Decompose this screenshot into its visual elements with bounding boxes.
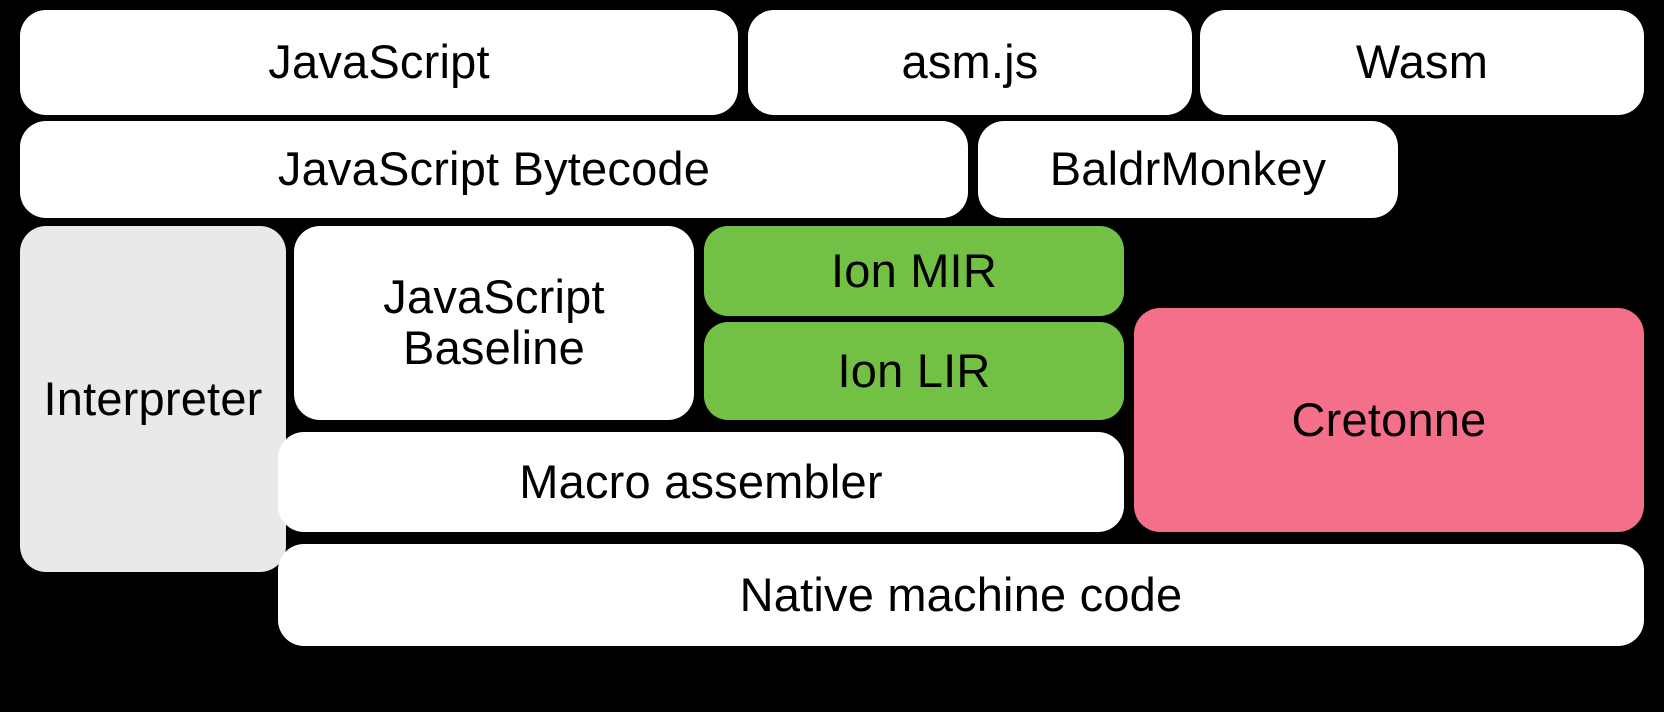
node-baldrmonkey[interactable]: BaldrMonkey (978, 121, 1398, 218)
node-javascript-baseline[interactable]: JavaScript Baseline (294, 226, 694, 420)
node-javascript-bytecode[interactable]: JavaScript Bytecode (20, 121, 968, 218)
node-ion-mir[interactable]: Ion MIR (704, 226, 1124, 316)
node-interpreter[interactable]: Interpreter (20, 226, 286, 572)
node-macro-assembler[interactable]: Macro assembler (278, 432, 1124, 532)
node-ion-lir[interactable]: Ion LIR (704, 322, 1124, 420)
node-javascript[interactable]: JavaScript (20, 10, 738, 115)
node-asm-js[interactable]: asm.js (748, 10, 1192, 115)
node-native-machine-code[interactable]: Native machine code (278, 544, 1644, 646)
node-wasm[interactable]: Wasm (1200, 10, 1644, 115)
node-cretonne[interactable]: Cretonne (1134, 308, 1644, 532)
